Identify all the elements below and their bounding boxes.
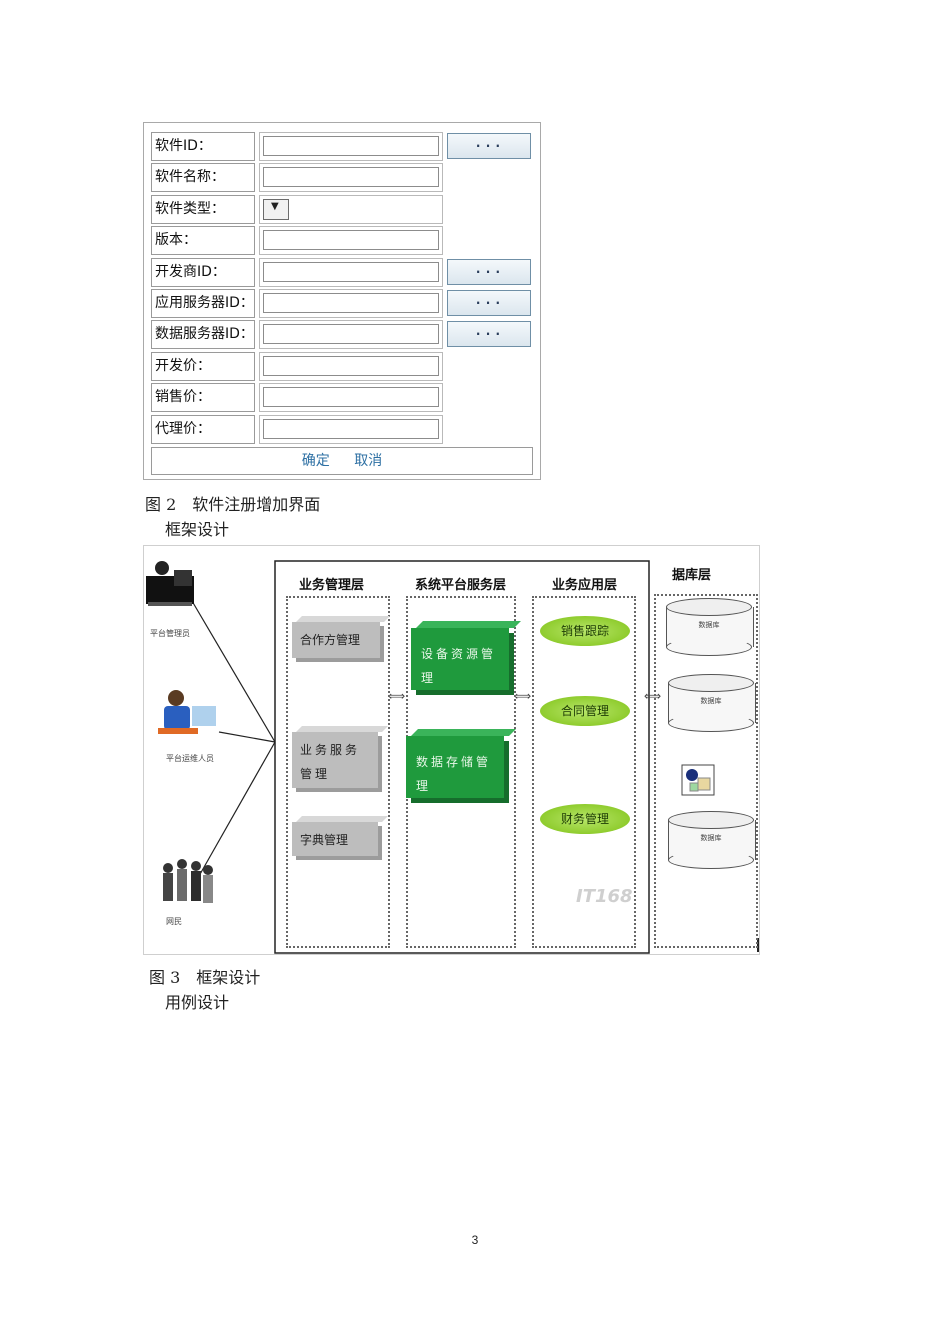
svg-text:⟺: ⟺ — [388, 689, 405, 703]
field-label: 开发商ID： — [151, 258, 255, 287]
text-input[interactable] — [263, 419, 439, 439]
text-input[interactable] — [263, 136, 439, 156]
field-cell — [259, 163, 443, 192]
field-label: 应用服务器ID： — [151, 289, 255, 318]
field-label: 数据服务器ID： — [151, 320, 255, 349]
database-label-3: 数据库 — [700, 834, 722, 842]
cancel-button[interactable]: 取消 — [354, 453, 383, 469]
database-cylinder-2: 数据库 — [668, 674, 756, 732]
person-label-netizen: 网民 — [166, 917, 182, 926]
field-label: 软件名称： — [151, 163, 255, 192]
watermark-it168: IT168 — [576, 886, 633, 907]
layer-title-business-mgmt: 业务管理层 — [299, 578, 365, 593]
ellipse-contract-mgmt: 合同管理 — [540, 696, 630, 726]
field-cell — [259, 226, 443, 255]
form-actions: 确定 取消 — [151, 447, 533, 475]
text-input[interactable] — [263, 230, 439, 250]
text-input[interactable] — [263, 387, 439, 407]
figure-2-caption: 图 2 软件注册增加界面 — [145, 495, 321, 514]
column-business-mgmt — [286, 596, 390, 948]
browse-button[interactable]: ... — [447, 259, 531, 285]
netizens-group-icon — [163, 859, 213, 903]
person-label-admin: 平台管理员 — [150, 629, 190, 638]
box-data-storage-mgmt-label: 数据存储管理 — [416, 755, 492, 793]
framework-lines: ⟺ ⟺ ⟺ — [146, 560, 759, 954]
text-input[interactable] — [263, 293, 439, 313]
framework-diagram: ⟺ ⟺ ⟺ 平台管理员 平台运维人员 网民 业务管理层 系统平台服务层 业务应用… — [143, 545, 760, 955]
database-cylinder-3: 数据库 — [668, 811, 756, 869]
box-dictionary-mgmt-label: 字典管理 — [300, 833, 349, 847]
field-cell: ▼ — [259, 195, 443, 224]
field-label: 软件ID： — [151, 132, 255, 161]
browse-button[interactable]: ... — [447, 133, 531, 159]
svg-text:⟺: ⟺ — [644, 689, 661, 703]
field-label: 版本： — [151, 226, 255, 255]
figure-3-caption: 图 3 框架设计 — [149, 968, 261, 987]
database-cylinder-1: 数据库 — [666, 598, 754, 656]
svg-text:⟺: ⟺ — [514, 689, 531, 703]
admin-person-icon — [146, 561, 194, 606]
browse-button[interactable]: ... — [447, 321, 531, 347]
layer-title-data: 据库层 — [672, 568, 712, 583]
field-cell — [259, 289, 443, 318]
box-partner-mgmt: 合作方管理 — [292, 622, 380, 658]
ellipse-finance-mgmt: 财务管理 — [540, 804, 630, 834]
person-label-operator: 平台运维人员 — [166, 754, 214, 763]
text-input[interactable] — [263, 356, 439, 376]
field-cell — [259, 415, 443, 444]
box-dictionary-mgmt: 字典管理 — [292, 822, 378, 856]
database-label-2: 数据库 — [700, 697, 722, 705]
section-heading-usecase: 用例设计 — [165, 993, 230, 1012]
operator-person-icon — [158, 690, 216, 734]
field-cell — [259, 383, 443, 412]
field-cell — [259, 352, 443, 381]
browse-button[interactable]: ... — [447, 290, 531, 316]
field-cell — [259, 132, 443, 161]
field-label: 代理价： — [151, 415, 255, 444]
box-device-resource-mgmt: 设备资源管理 — [411, 628, 509, 690]
software-type-select[interactable]: ▼ — [263, 199, 289, 220]
field-cell — [259, 320, 443, 349]
software-register-form: 软件ID：... 软件名称： 软件类型： ▼ 版本： 开发商ID：... 应用服务器ID：.… — [143, 122, 541, 480]
box-device-resource-mgmt-label: 设备资源管理 — [421, 647, 497, 685]
page-number: 3 — [471, 1233, 479, 1247]
column-business-app — [532, 596, 636, 948]
field-cell — [259, 258, 443, 287]
field-label: 软件类型： — [151, 195, 255, 224]
text-input[interactable] — [263, 262, 439, 282]
text-input[interactable] — [263, 167, 439, 187]
field-label: 销售价： — [151, 383, 255, 412]
layer-title-business-app: 业务应用层 — [552, 578, 618, 593]
box-partner-mgmt-label: 合作方管理 — [300, 633, 361, 647]
layer-title-platform-service: 系统平台服务层 — [415, 578, 507, 593]
box-data-storage-mgmt: 数据存储管理 — [406, 736, 504, 798]
field-label: 开发价： — [151, 352, 255, 381]
ellipse-sales-tracking: 销售跟踪 — [540, 616, 630, 646]
column-data — [654, 594, 758, 948]
database-label-1: 数据库 — [698, 621, 720, 629]
database-app-icon — [681, 764, 715, 796]
confirm-button[interactable]: 确定 — [301, 453, 330, 469]
section-heading-framework: 框架设计 — [165, 520, 230, 539]
chevron-down-icon: ▼ — [271, 201, 279, 212]
text-input[interactable] — [263, 324, 439, 344]
box-business-service-mgmt-label: 业务服务管理 — [300, 743, 361, 781]
box-business-service-mgmt: 业务服务管理 — [292, 732, 378, 788]
